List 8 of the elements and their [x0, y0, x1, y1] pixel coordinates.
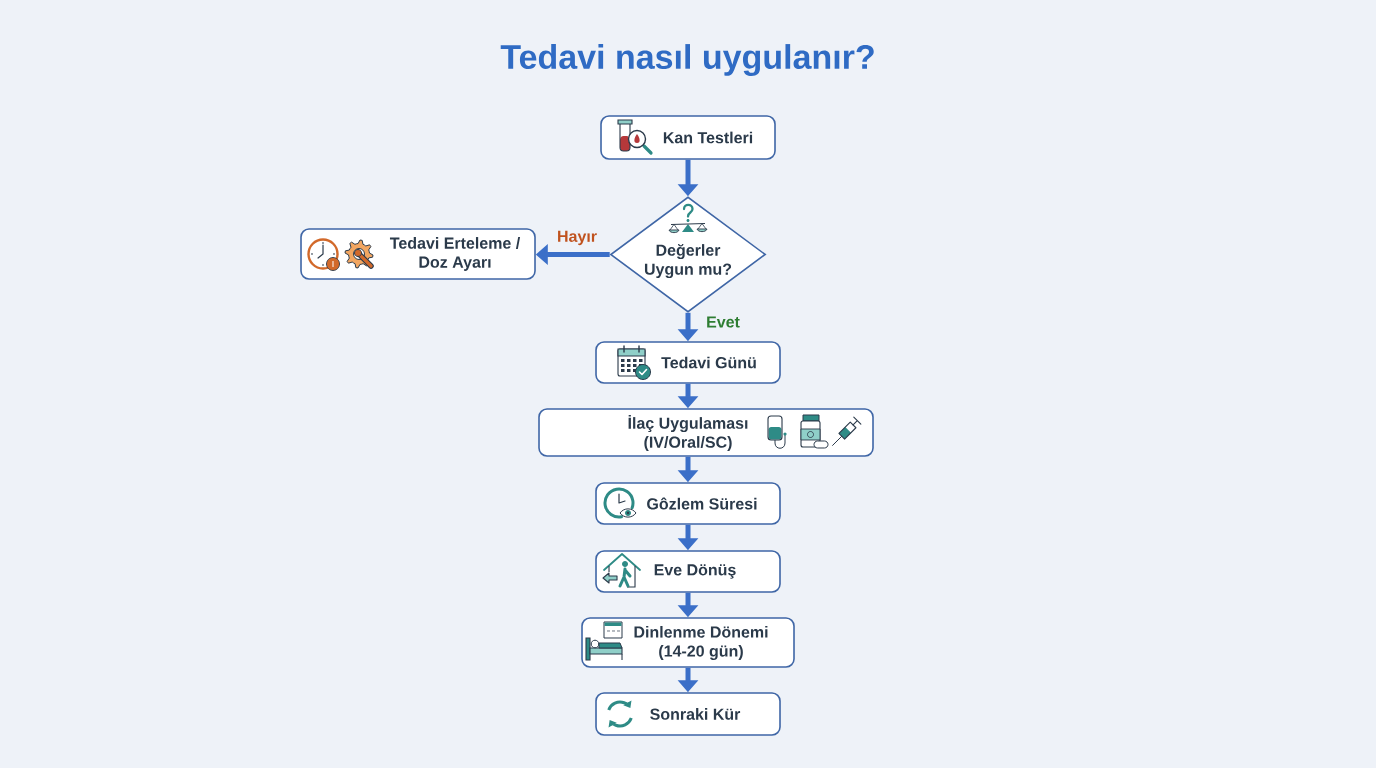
process-box: Eve Dönüş — [595, 550, 781, 593]
process-box: Kan Testleri — [600, 115, 776, 160]
process-box: Gôzlem Süresi — [595, 482, 781, 525]
process-box: İlaç Uygulaması (IV/Oral/SC) — [538, 408, 874, 457]
edge-label: Evet — [704, 314, 742, 330]
title: Tedavi nasıl uygulanır? — [500, 44, 874, 76]
process-box: Dinlenme Dönemi (14-20 gün) — [581, 617, 795, 668]
process-box: Sonraki Kür — [595, 692, 781, 736]
